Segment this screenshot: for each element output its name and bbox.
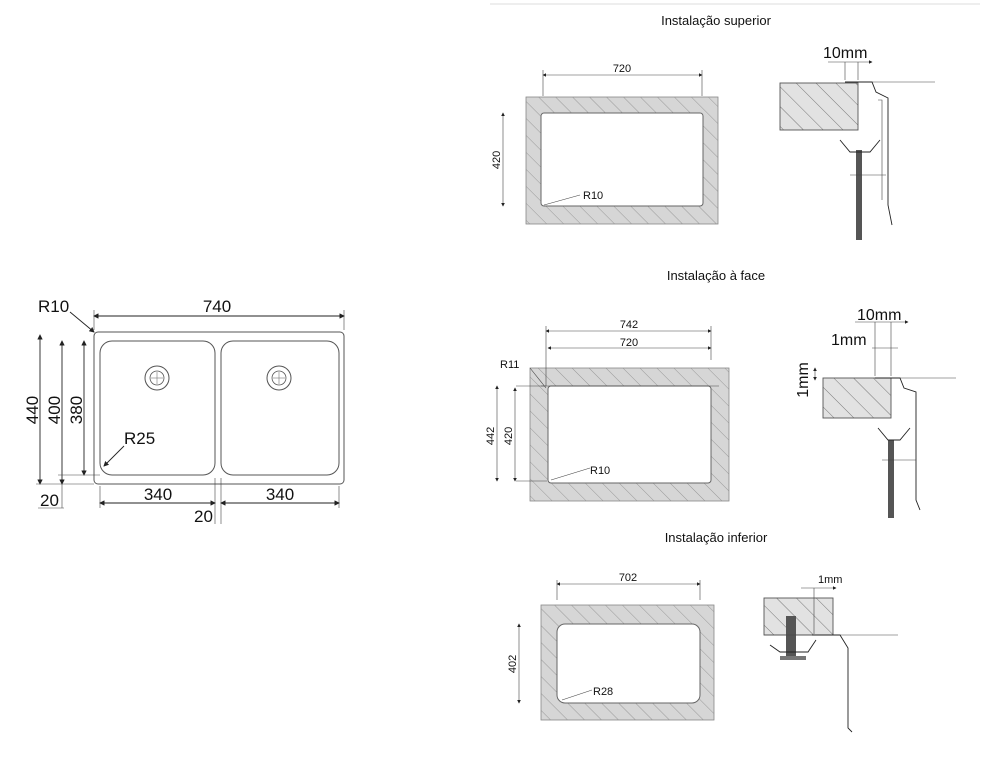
bowl-left-width-label: 340: [144, 485, 172, 504]
superior-gap-label: 10mm: [823, 45, 867, 62]
sink-corner-radius-label: R10: [38, 297, 69, 316]
bowl-right-width-label: 340: [266, 485, 294, 504]
superior-title: Instalação superior: [661, 13, 772, 28]
sink-outline: [93, 331, 345, 485]
face-inner-height-label: 420: [503, 427, 515, 445]
divider-width-label: 20: [194, 507, 213, 526]
inferior-height-label: 402: [507, 655, 519, 673]
face-gap-v2-label: 1mm: [795, 362, 812, 398]
inferior-cutout: 702 402 R28: [507, 572, 715, 721]
right-drain-icon: [266, 365, 292, 391]
inferior-width-label: 702: [619, 572, 637, 584]
superior-radius-label: R10: [583, 190, 603, 202]
face-gap-v-label: 1mm: [831, 332, 867, 349]
left-drain-icon: [144, 365, 170, 391]
face-cutout: 742 720 442 420 R11 R10: [485, 319, 730, 502]
sink-plan: 740 R10 440 400 380 20 R25 340 340 20: [23, 297, 345, 526]
face-inner-radius-label: R10: [590, 465, 610, 477]
face-outer-width-label: 742: [620, 319, 638, 331]
inferior-radius-label: R28: [593, 686, 613, 698]
face-title: Instalação à face: [667, 268, 765, 283]
superior-profile: 10mm: [779, 45, 935, 240]
inferior-gap-label: 1mm: [818, 574, 842, 586]
h400-label: 400: [45, 396, 64, 424]
face-gap-h-label: 10mm: [857, 307, 901, 324]
face-inner-width-label: 720: [620, 337, 638, 349]
left-bowl: [99, 340, 216, 476]
bottom-margin-label: 20: [40, 491, 59, 510]
superior-width-label: 720: [613, 63, 631, 75]
bowl-radius-label: R25: [124, 429, 155, 448]
h440-label: 440: [23, 396, 42, 424]
right-bowl: [220, 340, 340, 476]
h380-label: 380: [67, 396, 86, 424]
superior-height-label: 420: [491, 151, 503, 169]
superior-cutout: 720 420 R10: [491, 63, 719, 225]
inferior-profile: 1mm: [763, 574, 898, 733]
face-outer-radius-label: R11: [500, 359, 519, 371]
face-outer-height-label: 442: [485, 427, 497, 445]
sink-width-label: 740: [203, 297, 231, 316]
inferior-title: Instalação inferior: [665, 530, 768, 545]
face-profile: 10mm 1mm 1mm: [795, 307, 956, 518]
